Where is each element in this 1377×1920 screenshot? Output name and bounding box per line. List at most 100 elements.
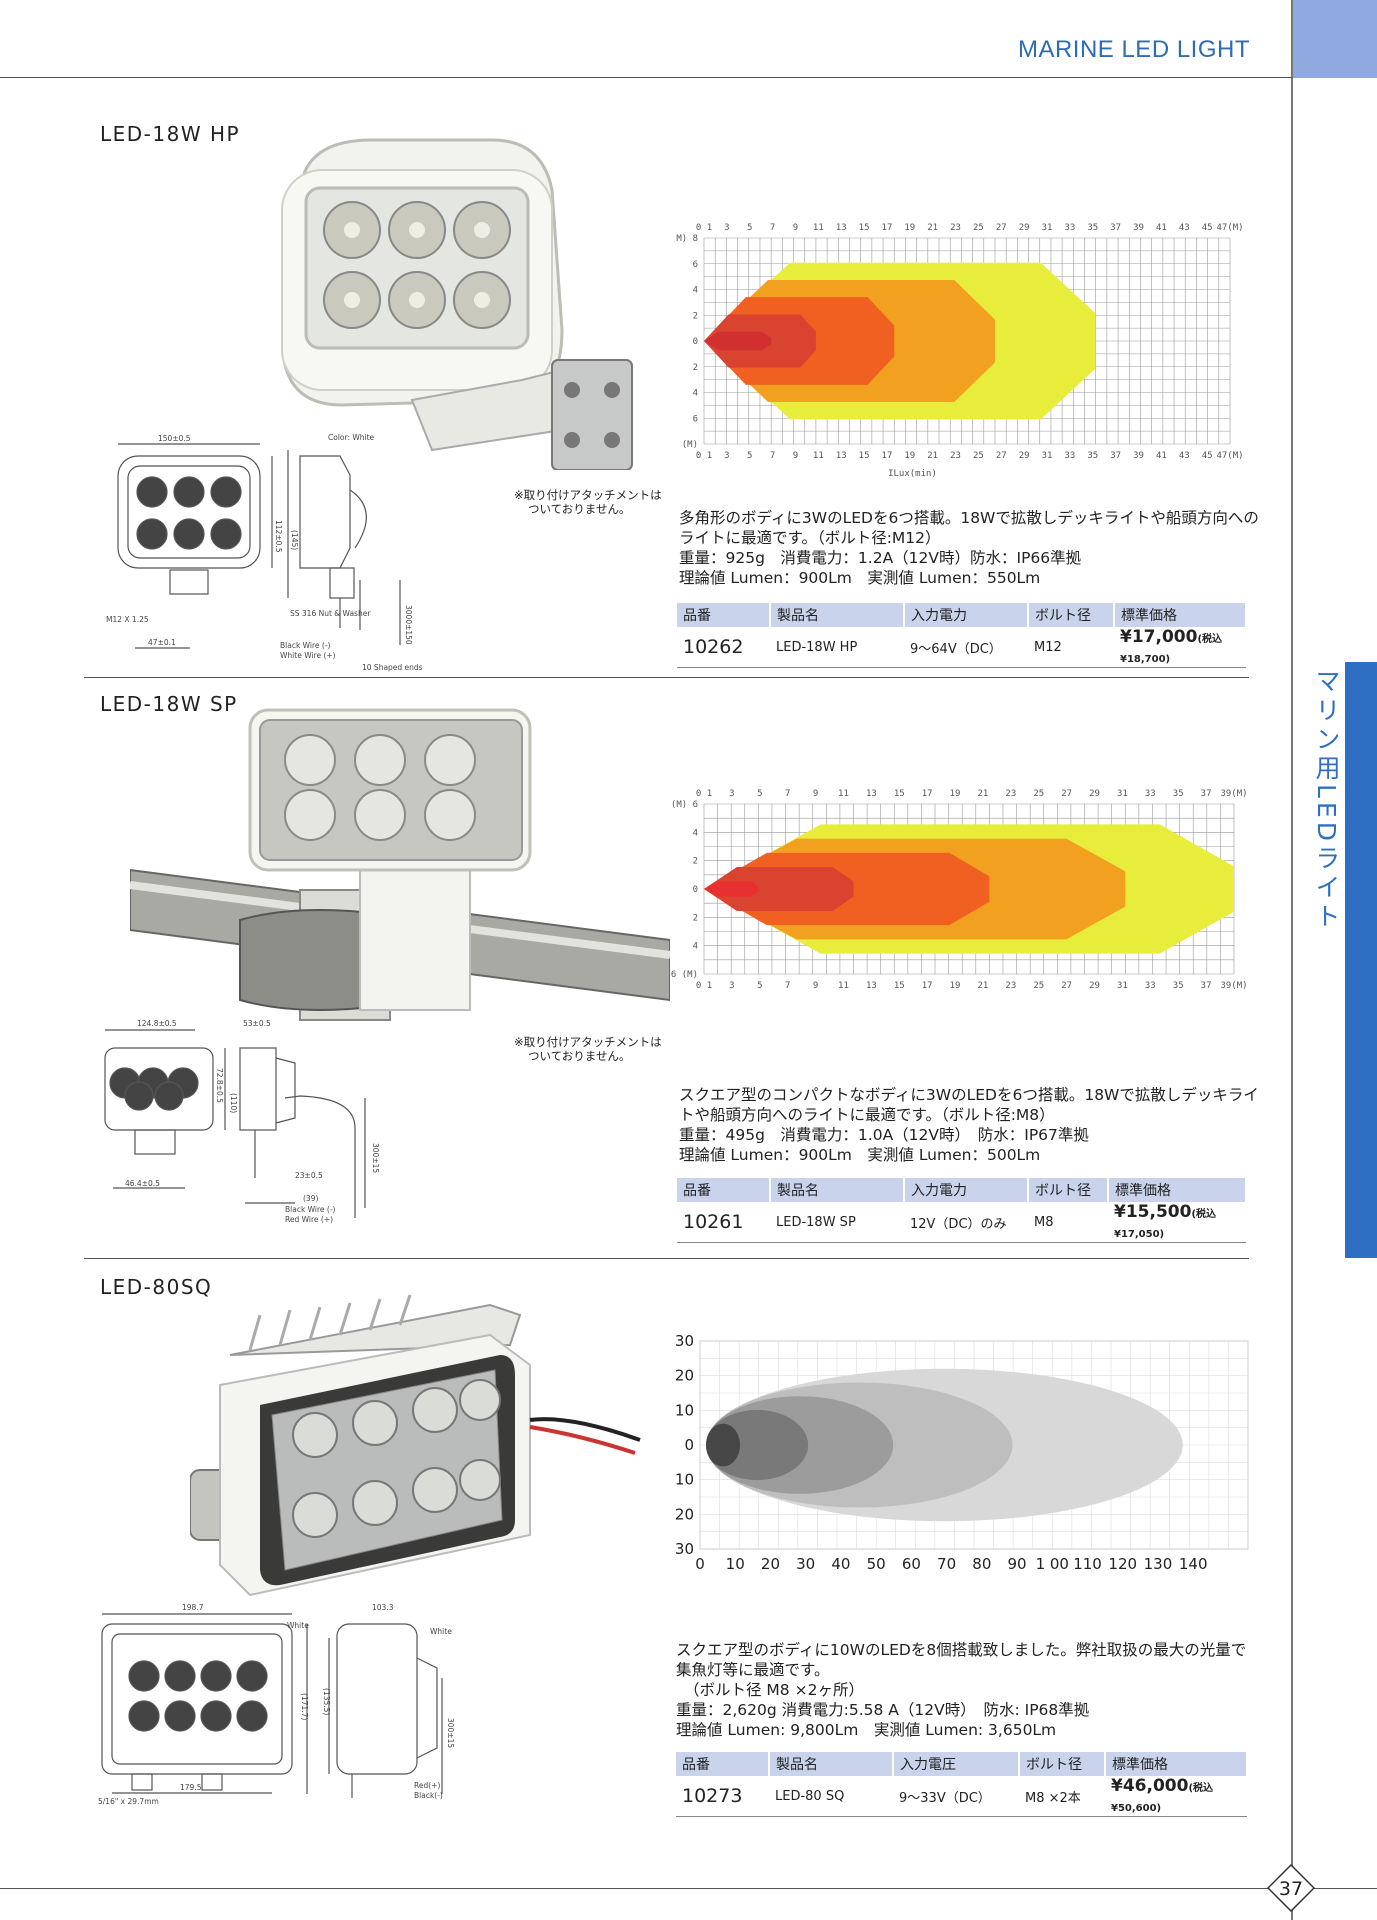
col-header-name: 製品名 bbox=[770, 603, 905, 627]
x-tick-label-bottom: 3 bbox=[729, 981, 734, 991]
x-tick-label-top: 37 bbox=[1110, 223, 1121, 233]
x-tick-label-top: 19 bbox=[904, 223, 915, 233]
dim-label: (145) bbox=[290, 530, 299, 550]
col-header-voltage: 入力電圧 bbox=[893, 1752, 1020, 1776]
x-tick-label-bottom: 15 bbox=[859, 451, 870, 461]
dim-label: 124.8±0.5 bbox=[137, 1019, 177, 1028]
x-tick-label-top: 21 bbox=[978, 789, 989, 799]
x-tick-label-bottom: 41 bbox=[1156, 451, 1167, 461]
x-tick-label-top: 13 bbox=[866, 789, 877, 799]
x-tick-label-top: 33 bbox=[1064, 223, 1075, 233]
x-tick-label: 0 bbox=[695, 1555, 705, 1573]
price-tax: (税込¥17,050) bbox=[1114, 1209, 1217, 1240]
x-tick-label: 10 bbox=[726, 1555, 745, 1573]
col-header-code: 品番 bbox=[677, 603, 771, 627]
y-tick-label: 0 bbox=[693, 337, 698, 347]
page-number: 37 bbox=[1279, 1878, 1303, 1900]
description-line: 集魚灯等に最適です。 bbox=[676, 1661, 830, 1679]
dim-label: Black(-) bbox=[414, 1791, 443, 1800]
x-tick-label-top: 25 bbox=[973, 223, 984, 233]
x-tick-label-top: 17 bbox=[922, 789, 933, 799]
x-tick-label-bottom: 19 bbox=[904, 451, 915, 461]
description-line: トや船頭方向へのライトに最適です。（ボルト径:M8） bbox=[679, 1106, 1055, 1124]
spec-table-hp: 品番 製品名 入力電力 ボルト径 標準価格 10262 LED-18W HP 9… bbox=[677, 603, 1247, 668]
x-tick-label-bottom: 39(M) bbox=[1220, 981, 1247, 991]
x-tick-label-bottom: 13 bbox=[836, 451, 847, 461]
y-tick-label: 0 bbox=[684, 1436, 694, 1454]
attachment-note-sp: ※取り付けアタッチメントは ついておりません。 bbox=[514, 1035, 662, 1063]
dim-label: 3000±150 bbox=[404, 605, 413, 645]
product-code: 10262 bbox=[677, 627, 770, 668]
col-header-code: 品番 bbox=[677, 1178, 771, 1202]
y-tick-label: 4 bbox=[693, 286, 698, 296]
y-tick-label: 2 bbox=[693, 311, 698, 321]
dim-label: White bbox=[430, 1627, 452, 1636]
x-tick-label-top: 23 bbox=[950, 223, 961, 233]
col-header-power: 入力電力 bbox=[904, 603, 1029, 627]
y-tick-label: 20 bbox=[675, 1505, 694, 1523]
x-tick-label-top: 45 bbox=[1202, 223, 1213, 233]
dim-label: 72.8±0.5 bbox=[215, 1068, 224, 1103]
product-bolt: M12 bbox=[1028, 627, 1114, 668]
price-value: ¥17,000 bbox=[1120, 627, 1198, 647]
x-tick-label: 110 bbox=[1073, 1555, 1102, 1573]
x-tick-label-bottom: 27 bbox=[996, 451, 1007, 461]
x-tick-label: 120 bbox=[1108, 1555, 1137, 1573]
y-tick-label: 4 bbox=[693, 942, 698, 952]
y-tick-label: 30 bbox=[675, 1540, 694, 1558]
x-tick-label-bottom: 23 bbox=[950, 451, 961, 461]
y-tick-label: 6 bbox=[693, 414, 698, 424]
product-photo-sq bbox=[190, 1294, 641, 1597]
col-header-bolt: ボルト径 bbox=[1028, 1178, 1109, 1202]
x-tick-label-bottom: 17 bbox=[882, 451, 893, 461]
y-tick-label: 2 bbox=[693, 913, 698, 923]
description-line: ライトに最適です。（ボルト径:M12） bbox=[679, 529, 941, 547]
dim-label: (110) bbox=[229, 1093, 238, 1113]
dim-label: M12 X 1.25 bbox=[106, 615, 149, 624]
x-tick-label-top: 21 bbox=[927, 223, 938, 233]
x-tick-label: 60 bbox=[902, 1555, 921, 1573]
page-number-badge: 37 bbox=[1267, 1864, 1315, 1912]
y-tick-label: 2 bbox=[693, 363, 698, 373]
section-divider bbox=[84, 1258, 1249, 1259]
product-name: LED-80 SQ bbox=[769, 1776, 893, 1817]
x-tick-label-bottom: 25 bbox=[973, 451, 984, 461]
x-tick-label-top: 17 bbox=[882, 223, 893, 233]
x-tick-label: 1 00 bbox=[1036, 1555, 1069, 1573]
description-line: スクエア型のボディに10WのLEDを8個搭載致しました。弊社取扱の最大の光量で bbox=[676, 1641, 1247, 1659]
x-tick-label-bottom: 43 bbox=[1179, 451, 1190, 461]
dim-label: 198.7 bbox=[182, 1603, 204, 1612]
y-tick-label: 2 bbox=[693, 857, 698, 867]
dimension-drawing-hp: 150±0.5 112±0.5 (145) 47±0.1 M12 X 1.25 … bbox=[106, 433, 423, 672]
product-title-sp: LED-18W SP bbox=[100, 692, 238, 716]
x-tick-label: 50 bbox=[867, 1555, 886, 1573]
col-header-name: 製品名 bbox=[769, 1752, 894, 1776]
dim-label: SS 316 Nut & Washer bbox=[290, 609, 371, 618]
x-tick-label-bottom: 21 bbox=[978, 981, 989, 991]
x-tick-label-top: 9 bbox=[793, 223, 798, 233]
x-tick-label-top: 23 bbox=[1005, 789, 1016, 799]
col-header-price: 標準価格 bbox=[1105, 1752, 1248, 1776]
spec-table-sq: 品番 製品名 入力電圧 ボルト径 標準価格 10273 LED-80 SQ 9～… bbox=[676, 1752, 1248, 1817]
y-tick-label: (M) 6 bbox=[671, 800, 698, 810]
dim-label: Red Wire (+) bbox=[285, 1215, 333, 1224]
x-tick-label-bottom: 33 bbox=[1064, 451, 1075, 461]
x-tick-label-top: 35 bbox=[1087, 223, 1098, 233]
spec-table-sp: 品番 製品名 入力電力 ボルト径 標準価格 10261 LED-18W SP 1… bbox=[677, 1178, 1247, 1243]
col-header-name: 製品名 bbox=[770, 1178, 905, 1202]
dim-label: 179.5 bbox=[180, 1783, 202, 1792]
x-tick-label: 30 bbox=[796, 1555, 815, 1573]
y-tick-label: 20 bbox=[675, 1367, 694, 1385]
x-tick-label-bottom: 35 bbox=[1173, 981, 1184, 991]
note-line: ついておりません。 bbox=[528, 1049, 631, 1063]
y-tick-label: 8 (M) bbox=[676, 440, 698, 450]
product-input: 12V（DC）のみ bbox=[904, 1202, 1028, 1243]
product-price: ¥17,000(税込¥18,700) bbox=[1114, 627, 1246, 668]
x-tick-label-bottom: 13 bbox=[866, 981, 877, 991]
dim-label: 300±15 bbox=[446, 1718, 455, 1748]
dim-label: Black Wire (-) bbox=[285, 1205, 336, 1214]
dim-label: Red(+) bbox=[414, 1781, 440, 1790]
x-tick-label-top: 9 bbox=[813, 789, 818, 799]
product-name: LED-18W HP bbox=[770, 627, 904, 668]
